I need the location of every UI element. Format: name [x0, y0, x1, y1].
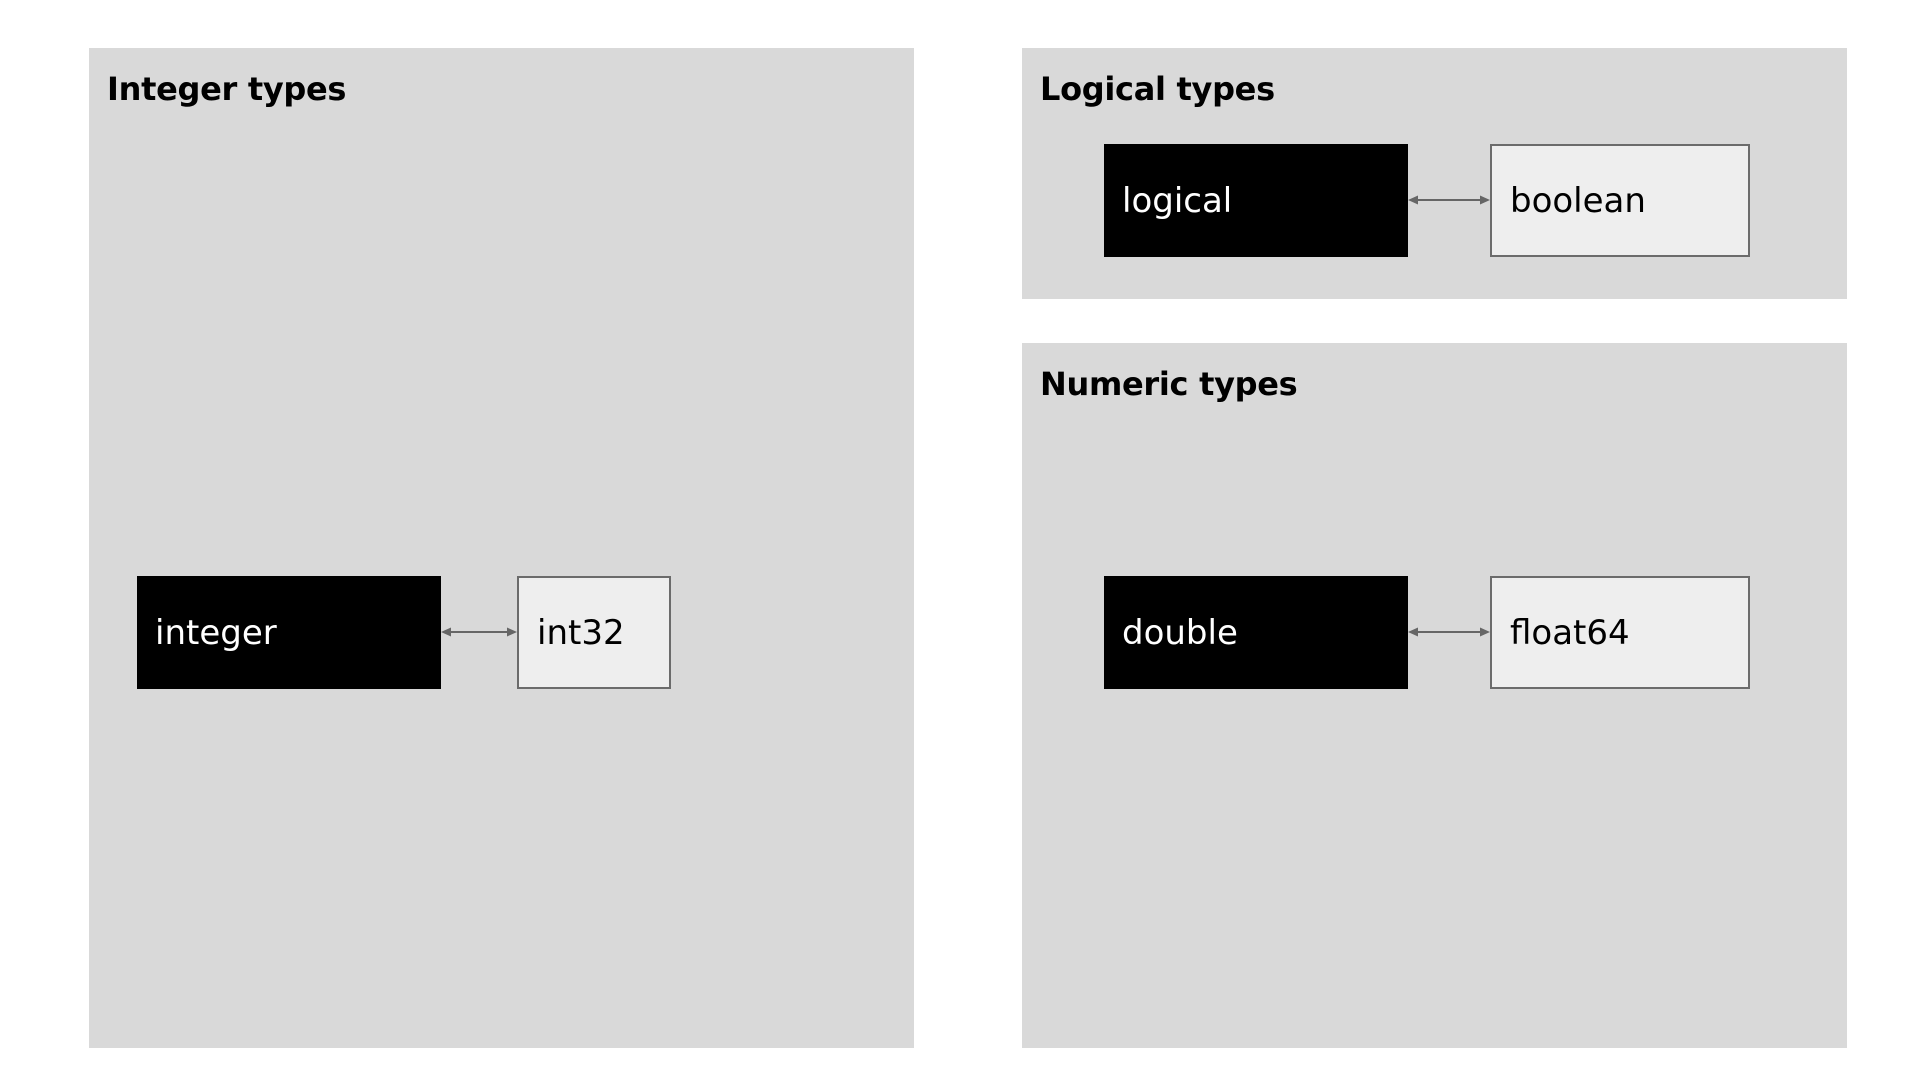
r-type-double: double: [1104, 576, 1408, 689]
panel-integer-types: Integer types integer int32: [89, 48, 914, 1048]
bidirectional-arrow-logical: [1408, 195, 1490, 205]
r-type-logical: logical: [1104, 144, 1408, 257]
panel-numeric-types: Numeric types double float64: [1022, 343, 1847, 1048]
panel-logical-types: Logical types logical boolean: [1022, 48, 1847, 299]
arrow-type-boolean: boolean: [1490, 144, 1750, 257]
panel-title-integer: Integer types: [107, 70, 347, 108]
arrow-type-float64: float64: [1490, 576, 1750, 689]
panel-title-numeric: Numeric types: [1040, 365, 1298, 403]
bidirectional-arrow-numeric: [1408, 627, 1490, 637]
arrow-type-int32: int32: [517, 576, 671, 689]
bidirectional-arrow-integer: [441, 627, 517, 637]
r-type-integer: integer: [137, 576, 441, 689]
panel-title-logical: Logical types: [1040, 70, 1275, 108]
